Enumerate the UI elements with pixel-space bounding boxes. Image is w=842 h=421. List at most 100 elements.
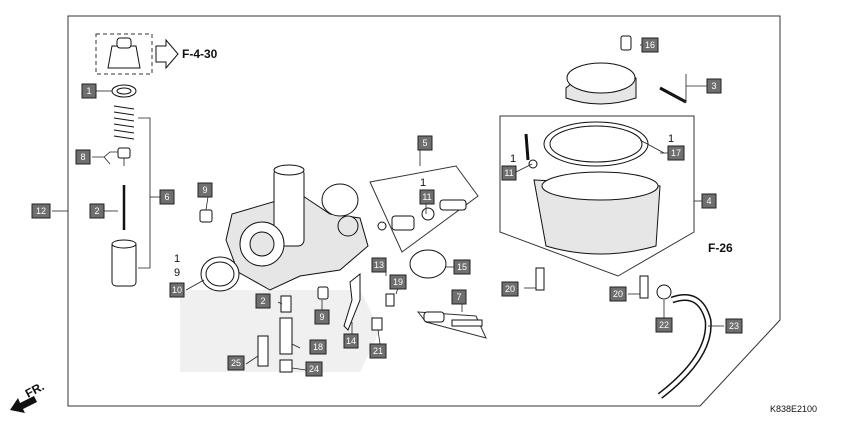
float-bowl-part (533, 171, 661, 255)
callout-6: 6 (159, 189, 175, 205)
callout-19: 19 (389, 274, 407, 290)
qty-label-5: 1 (420, 177, 426, 189)
collar-part (317, 286, 329, 300)
main-jet-part (279, 359, 293, 373)
callout-1: 1 (81, 83, 97, 99)
cap-part-15 (409, 249, 447, 279)
svg-text:11: 11 (422, 192, 431, 202)
callout-21: 21 (369, 343, 387, 359)
cap-reference-label: F-4-30 (182, 47, 218, 61)
callout-24: 24 (305, 361, 323, 377)
drain-screw-part (524, 133, 530, 161)
float-reference-label: F-26 (708, 241, 733, 255)
svg-text:7: 7 (456, 292, 461, 302)
callout-18: 18 (309, 339, 327, 355)
svg-text:11: 11 (504, 168, 513, 178)
adjuster-screw-part (620, 35, 632, 51)
callout-16: 16 (641, 37, 659, 53)
callout-11b: 11 (501, 165, 517, 181)
callout-12: 12 (31, 203, 51, 219)
callout-20b: 20 (609, 286, 627, 302)
leader-lines (92, 44, 724, 371)
svg-text:4: 4 (706, 196, 711, 206)
slow-jet-part (257, 335, 269, 367)
svg-text:15: 15 (457, 262, 467, 272)
svg-text:1: 1 (86, 86, 91, 96)
spring-part (113, 105, 135, 140)
needle-clip-part (117, 147, 131, 159)
svg-text:10: 10 (172, 285, 182, 295)
qty-label-17: 1 (668, 133, 674, 145)
callout-2a: 2 (89, 203, 105, 219)
svg-text:22: 22 (659, 320, 669, 330)
callout-25: 25 (227, 355, 245, 371)
callout-9b: 9 (314, 309, 330, 325)
callout-4: 4 (701, 193, 717, 209)
jet-part (280, 295, 292, 313)
cap-part (107, 37, 141, 69)
svg-text:16: 16 (645, 40, 655, 50)
bracket-part (343, 272, 361, 331)
callout-20a: 20 (501, 281, 519, 297)
svg-text:23: 23 (729, 321, 739, 331)
screw-part-21 (371, 317, 383, 331)
screw-part-20a (535, 267, 545, 291)
float-bowl-gasket (543, 121, 649, 167)
svg-text:3: 3 (711, 81, 716, 91)
callout-2b: 2 (255, 293, 271, 309)
callout-17: 17 (667, 145, 685, 161)
screw-set-box (369, 165, 479, 253)
callout-15: 15 (453, 259, 471, 275)
callout-3: 3 (706, 78, 722, 94)
svg-text:8: 8 (80, 152, 85, 162)
reference-arrow (155, 38, 179, 70)
callout-11a: 11 (419, 189, 435, 205)
qty-label-10b: 9 (174, 267, 180, 279)
drain-tube-part (657, 294, 712, 399)
svg-text:21: 21 (373, 346, 383, 356)
callout-23: 23 (725, 318, 743, 334)
front-direction-arrow: FR. (10, 379, 46, 413)
svg-text:19: 19 (393, 277, 403, 287)
svg-text:9: 9 (202, 185, 207, 195)
svg-text:2: 2 (260, 296, 265, 306)
carburetor-top-cap (565, 62, 637, 105)
callout-8: 8 (75, 149, 91, 165)
svg-text:25: 25 (231, 358, 241, 368)
callout-7: 7 (451, 289, 467, 305)
callout-9a: 9 (197, 182, 213, 198)
svg-text:20: 20 (613, 289, 623, 299)
callout-10: 10 (169, 282, 185, 298)
svg-text:14: 14 (346, 336, 356, 346)
svg-text:12: 12 (36, 206, 46, 216)
cap-reference-box (95, 33, 153, 75)
svg-text:20: 20 (505, 284, 515, 294)
svg-text:17: 17 (671, 148, 681, 158)
svg-text:6: 6 (164, 192, 169, 202)
callout-14: 14 (343, 333, 359, 349)
svg-text:9: 9 (319, 312, 324, 322)
float-bowl-box (499, 115, 695, 277)
svg-text:2: 2 (94, 206, 99, 216)
diagram-frame (67, 15, 781, 407)
callout-13: 13 (371, 257, 387, 273)
qty-label-10: 1 (174, 253, 180, 265)
screw-part-20b (639, 275, 649, 299)
callout-5: 5 (417, 135, 433, 151)
front-label: FR. (23, 379, 47, 400)
air-screw-parts (377, 199, 467, 231)
screw-part-19 (385, 293, 395, 307)
diagram-code: K838E2100 (770, 404, 817, 414)
qty-label-11: 1 (510, 153, 516, 165)
svg-text:18: 18 (313, 342, 323, 352)
svg-text:13: 13 (374, 260, 384, 270)
throttle-valve-part (111, 241, 137, 287)
nut-part (199, 209, 213, 223)
washer-part (528, 159, 538, 169)
needle-jet-holder-part (279, 317, 293, 355)
svg-text:5: 5 (422, 138, 427, 148)
callout-22: 22 (655, 317, 673, 333)
svg-text:24: 24 (309, 364, 319, 374)
throttle-stop-screw (416, 311, 487, 339)
